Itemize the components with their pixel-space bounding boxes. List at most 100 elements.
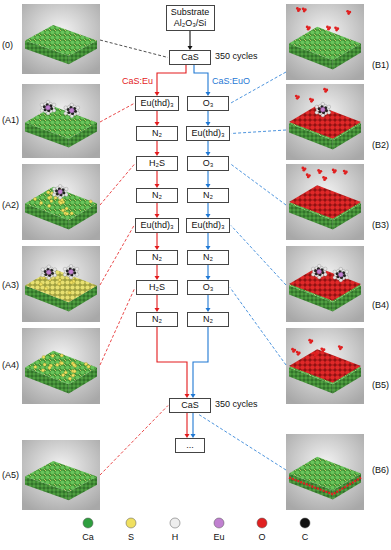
- leader-line: [231, 130, 286, 134]
- image-ground: [286, 84, 364, 160]
- film-top: [25, 106, 97, 139]
- connector-line: [207, 203, 208, 215]
- connector-line: [157, 65, 186, 93]
- atom: [41, 369, 44, 372]
- process-box: N₂: [187, 250, 229, 265]
- atom: [52, 103, 56, 107]
- connector-line: [156, 233, 157, 247]
- atom: [317, 269, 322, 274]
- connector-line: [156, 203, 157, 215]
- node-text: Eu(thd)₃: [190, 220, 226, 231]
- image-ground: [286, 4, 364, 80]
- panel-label: (B6): [372, 465, 389, 476]
- image-ground: [286, 434, 364, 510]
- atom: [58, 282, 61, 285]
- connector-line: [156, 265, 157, 277]
- connector-line: [156, 141, 157, 153]
- film-illustration: [286, 4, 364, 80]
- node-text: Eu(thd)₃: [190, 128, 226, 139]
- connector-line: [207, 171, 208, 185]
- process-box: CaS: [169, 50, 211, 65]
- cycle-note: 350 cycles: [215, 399, 258, 410]
- process-box: Eu(thd)₃: [135, 96, 179, 111]
- process-box: N₂: [187, 188, 229, 203]
- atom: [344, 172, 347, 175]
- oxide-layer: [289, 105, 361, 138]
- oxide-layer: [289, 267, 361, 300]
- image-ground: [22, 246, 100, 322]
- film-illustration: [286, 246, 364, 322]
- node-text: N₂: [191, 190, 225, 201]
- process-box: CaS: [169, 398, 211, 413]
- film-illustration: [286, 434, 364, 510]
- node-text: H₂S: [140, 282, 174, 293]
- panel-label: (A3): [2, 280, 19, 291]
- image-ground: [286, 328, 364, 404]
- atom: [47, 196, 50, 199]
- atom: [70, 281, 73, 284]
- leader-line: [230, 288, 286, 366]
- film-illustration: [22, 246, 100, 322]
- film-top: [25, 461, 97, 492]
- flow-connector: [157, 327, 190, 398]
- atom: [44, 287, 47, 290]
- atom: [51, 354, 54, 357]
- process-box: H₂S: [136, 280, 178, 295]
- atom: [56, 363, 59, 366]
- atom: [309, 341, 312, 344]
- atom: [64, 187, 68, 191]
- node-text: CaS: [173, 52, 207, 63]
- film-top: [289, 27, 361, 60]
- atom: [68, 291, 71, 294]
- flow-connector: [155, 233, 160, 250]
- leader-line: [100, 164, 135, 206]
- connector-line: [192, 413, 193, 435]
- film-illustration: [22, 328, 100, 404]
- node-text: Eu(thd)₃: [139, 220, 175, 231]
- image-ground: [22, 4, 100, 74]
- process-box: N₂: [187, 312, 229, 327]
- node-text: N₂: [140, 128, 174, 139]
- film-illustration: [286, 84, 364, 160]
- film-illustration: [286, 164, 364, 240]
- flow-connector: [206, 203, 211, 218]
- connector-line: [156, 171, 157, 185]
- image-ground: [286, 246, 364, 322]
- atom: [318, 171, 321, 174]
- atom: [48, 204, 51, 207]
- atom: [61, 373, 64, 376]
- atom: [323, 267, 327, 271]
- process-box: N₂: [136, 312, 178, 327]
- panel-label: (A5): [2, 470, 19, 481]
- image-ground: [22, 84, 100, 158]
- oxide-layer: [289, 185, 361, 218]
- atom: [69, 269, 74, 274]
- panel-label: (0): [2, 40, 13, 51]
- atom: [297, 353, 300, 356]
- film-top: [25, 187, 97, 220]
- atom: [296, 97, 299, 100]
- process-box: ...: [175, 438, 205, 453]
- atom: [53, 268, 57, 272]
- connector-line: [207, 141, 208, 153]
- connector-line: [189, 31, 190, 47]
- process-box: N₂: [136, 188, 178, 203]
- node-text: Eu(thd)₃: [139, 98, 175, 109]
- atom: [303, 10, 306, 13]
- flow-connector: [155, 65, 187, 96]
- atom: [297, 9, 300, 12]
- atom: [324, 90, 327, 93]
- film-top: [25, 25, 97, 56]
- atom: [43, 363, 46, 366]
- legend-text: O: [258, 532, 265, 543]
- connector-line: [156, 111, 157, 123]
- flow-connector: [206, 141, 211, 156]
- image-ground: [22, 164, 100, 240]
- atom: [58, 278, 61, 281]
- film-top: [25, 269, 97, 302]
- atom: [69, 108, 74, 113]
- flow-connector: [206, 111, 211, 126]
- legend-swatch: [300, 518, 310, 528]
- leader-line: [100, 288, 135, 366]
- legend-swatch: [214, 518, 224, 528]
